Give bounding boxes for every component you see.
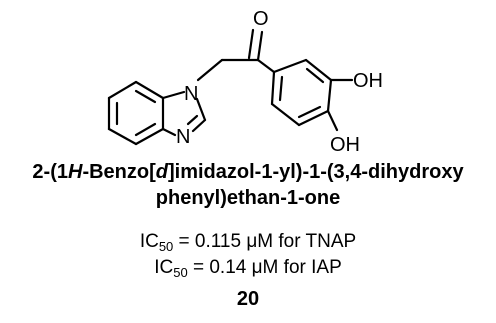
para-hydroxyl-label: OH [330,134,360,156]
ic50-tnap: IC50 = 0.115 μM for TNAP [139,231,357,254]
chemical-structure: O OH OH N N [107,8,383,156]
compound-name-line-1: 2-(1H-Benzo[d]imidazol-1-yl)-1-(3,4-dihy… [32,161,464,183]
n1-label: N [184,83,198,105]
catechol-ring [270,58,354,132]
n3-label: N [176,126,190,148]
ethanone-linker [196,28,276,82]
ic50-iap: IC50 = 0.14 μM for IAP [154,257,342,280]
carbonyl-oxygen-label: O [253,8,269,30]
compound-name: 2-(1H-Benzo[d]imidazol-1-yl)-1-(3,4-dihy… [0,159,496,211]
compound-number: 20 [236,288,260,310]
benzimidazole-benzene-ring [107,80,165,146]
compound-name-line-2: phenyl)ethan-1-one [155,187,341,209]
meta-hydroxyl-label: OH [353,70,383,92]
imidazole-ring [161,90,207,137]
